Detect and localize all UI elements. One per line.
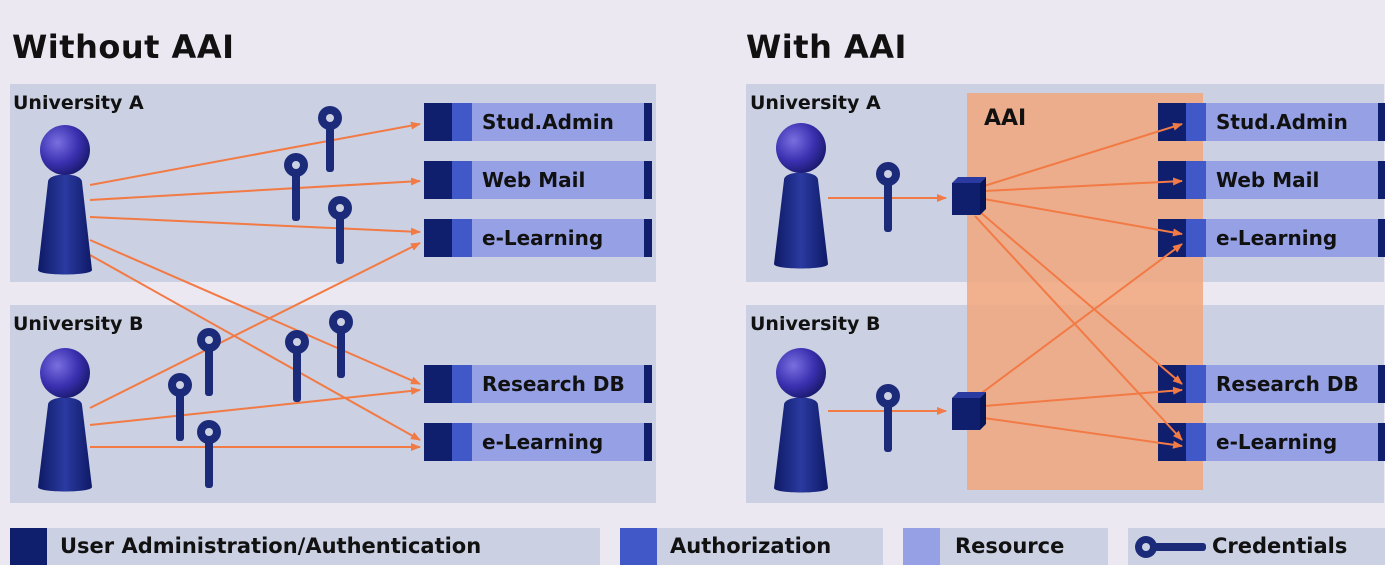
user-icon: [38, 348, 92, 492]
user-icon: [774, 348, 828, 493]
aai-label: AAI: [984, 106, 1027, 131]
key-icon: [285, 330, 309, 402]
user-icon: [774, 123, 828, 269]
heading-without-aai: Without AAI: [12, 28, 235, 66]
key-icon: [197, 328, 221, 396]
resource-label: e-Learning: [472, 423, 644, 461]
key-icon: [318, 106, 342, 172]
legend-resource-label: Resource: [955, 534, 1065, 558]
resource-label: Research DB: [472, 365, 644, 403]
left-university-b-panel: [10, 305, 656, 503]
key-icon: [328, 196, 352, 264]
key-icon: [197, 420, 221, 488]
left-resource-stud-admin[interactable]: Stud.Admin: [424, 103, 652, 141]
right-resource-research-db[interactable]: Research DB: [1158, 365, 1385, 403]
right-resource-stud-admin[interactable]: Stud.Admin: [1158, 103, 1385, 141]
resource-label: e-Learning: [1206, 423, 1378, 461]
resource-label: Research DB: [1206, 365, 1378, 403]
legend-authorization-label: Authorization: [670, 534, 832, 558]
server-cube-icon: [952, 392, 986, 430]
right-university-b-label: University B: [750, 313, 881, 335]
resource-label: Web Mail: [472, 161, 644, 199]
credentials-key-icon: [1135, 536, 1206, 558]
right-resource-web-mail[interactable]: Web Mail: [1158, 161, 1385, 199]
resource-label: Stud.Admin: [1206, 103, 1378, 141]
legend-authorization: Authorization: [620, 528, 883, 565]
key-icon: [329, 310, 353, 378]
left-arrows: [89, 121, 421, 451]
legend-resource: Resource: [903, 528, 1108, 565]
key-icon: [876, 162, 900, 232]
heading-with-aai: With AAI: [746, 28, 907, 66]
server-cube-icon: [952, 177, 986, 215]
resource-label: Stud.Admin: [472, 103, 644, 141]
resource-label: e-Learning: [1206, 219, 1378, 257]
left-resource-e-learning-b[interactable]: e-Learning: [424, 423, 652, 461]
legend-user-admin-label: User Administration/Authentication: [60, 534, 482, 558]
user-icon: [38, 125, 92, 275]
resource-label: e-Learning: [472, 219, 644, 257]
right-resource-e-learning-b[interactable]: e-Learning: [1158, 423, 1385, 461]
left-resource-research-db[interactable]: Research DB: [424, 365, 652, 403]
left-university-b-label: University B: [13, 313, 144, 335]
right-university-a-label: University A: [750, 92, 881, 114]
key-icon: [876, 384, 900, 452]
key-icon: [168, 373, 192, 441]
left-university-a-label: University A: [13, 92, 144, 114]
left-resource-e-learning-a[interactable]: e-Learning: [424, 219, 652, 257]
left-resource-web-mail[interactable]: Web Mail: [424, 161, 652, 199]
key-icon: [284, 153, 308, 221]
legend-user-admin: User Administration/Authentication: [10, 528, 600, 565]
legend-credentials: Credentials: [1128, 528, 1385, 565]
legend-credentials-label: Credentials: [1212, 534, 1348, 558]
resource-label: Web Mail: [1206, 161, 1378, 199]
